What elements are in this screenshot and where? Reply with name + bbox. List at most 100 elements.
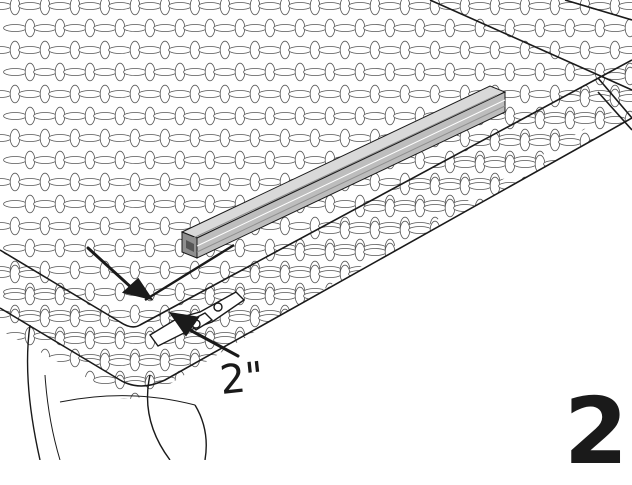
weave-strand [303,248,327,256]
weave-strand [369,352,381,372]
weave-strand [69,0,81,16]
weave-strand [603,24,627,32]
weave-strand [378,226,402,234]
weave-strand [445,415,455,433]
weave-strand [594,194,606,214]
weave-strand [18,134,42,142]
weave-strand [168,46,192,54]
weave-strand [244,420,267,427]
weave-strand [474,370,486,390]
weave-strand [594,330,606,350]
weave-strand [498,310,522,318]
weave-strand [453,332,477,340]
weave-strand [378,398,402,399]
weave-strand [0,2,12,10]
weave-strand [534,282,546,302]
weave-strand [438,46,462,54]
weave-strand [204,370,216,390]
weave-strand [138,178,162,186]
weave-strand [183,156,207,164]
weave-strand [618,222,632,230]
weave-strand [93,244,117,252]
weave-strand [378,178,402,186]
weave-strand [393,336,417,344]
weave-strand [3,68,27,76]
weave-strand [423,24,447,32]
weave-strand [459,352,471,372]
weave-strand [393,288,417,296]
weave-strand [498,2,522,10]
weave-strand [474,286,486,306]
weave-strand [273,292,297,300]
weave-strand [39,0,51,16]
weave-strand [489,0,501,16]
weave-strand [385,415,395,433]
weave-strand [609,348,621,368]
weave-strand [513,292,537,300]
weave-strand [399,392,411,399]
weave-strand [309,304,321,324]
weave-strand [624,18,632,38]
weave-strand [423,244,447,252]
weave-strand [63,376,87,384]
weave-strand [273,24,297,32]
weave-strand [453,292,477,300]
weave-strand [438,90,462,98]
weave-strand [474,326,486,346]
weave-strand [78,2,102,10]
weave-strand [93,336,117,344]
weave-strand [123,336,147,344]
weave-strand [384,330,396,350]
weave-strand [63,156,87,164]
weave-strand [198,2,222,10]
weave-strand [168,358,192,366]
weave-strand [558,266,582,274]
weave-strand [489,260,501,280]
weave-strand [183,112,207,120]
weave-strand [624,198,632,218]
weave-strand [438,398,462,399]
weave-strand [324,374,336,386]
weave-strand [519,348,531,368]
weave-strand [48,398,72,399]
truck-body [26,324,207,460]
weave-strand [588,182,612,190]
installation-diagram: 2" [0,0,632,460]
weave-strand [205,415,215,433]
weave-strand [243,244,267,252]
weave-strand [78,266,102,274]
weave-strand [3,24,27,32]
weave-strand [258,2,282,10]
weave-strand [528,354,552,362]
weave-strand [618,138,632,146]
weave-strand [198,398,222,399]
weave-strand [528,226,552,234]
weave-strand [498,398,522,399]
weave-strand [549,0,561,16]
weave-strand [603,160,627,168]
weave-strand [543,336,567,344]
weave-strand [618,266,632,274]
weave-strand [549,352,561,372]
weave-strand [33,156,57,164]
weave-strand [3,292,27,300]
weave-strand [414,242,426,262]
weave-strand [63,24,87,32]
weave-strand [18,222,42,230]
weave-strand [453,248,477,256]
weave-strand [579,260,591,280]
weave-strand [534,242,546,262]
weave-strand [384,282,396,302]
weave-strand [64,420,87,427]
weave-strand [393,292,417,300]
weave-strand [288,222,312,230]
weave-strand [423,204,447,212]
weave-strand [399,352,411,372]
weave-strand [288,90,312,98]
weave-strand [363,336,387,344]
weave-strand [348,270,372,278]
weave-strand [468,2,492,10]
weave-strand [399,348,411,368]
weave-strand [303,380,327,386]
weave-strand [564,154,576,174]
